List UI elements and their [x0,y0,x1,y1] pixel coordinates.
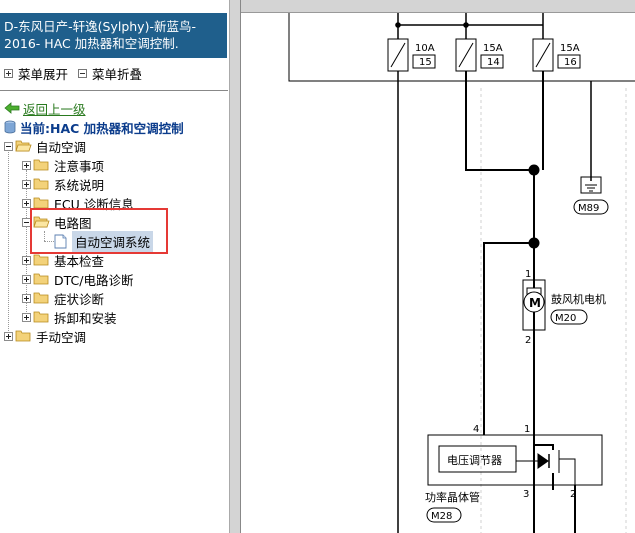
wiring-diagram: 10A 15 15A 14 15A 16 M89 1 M 2 鼓风机电机 M20… [288,13,635,533]
folder-icon [33,159,49,171]
tree-guide [26,170,27,316]
tree-node-label: 系统说明 [54,177,105,193]
tree-node-basic-inspection[interactable]: 基本检查 [22,251,104,269]
folder-icon [33,178,49,190]
back-link[interactable]: 返回上一级 [23,101,86,117]
tree-node-label: 注意事项 [54,158,105,174]
collapse-icon[interactable] [4,141,13,151]
fuse-block-outline [288,13,635,82]
document-icon [54,234,67,248]
folder-icon [15,330,31,342]
tree-node-auto-ac[interactable]: 自动空调 [4,137,86,155]
folder-icon [33,292,49,304]
power-transistor-connector-label: M28 [431,511,452,522]
fuse-14-number: 14 [487,57,500,68]
plus-box-icon [4,68,13,78]
tree-node-label: 电路图 [54,215,92,231]
motor-symbol-letter: M [529,296,541,310]
tree-guide [44,241,54,242]
power-transistor-label: 功率晶体管 [425,490,480,504]
minus-box-icon [78,68,88,78]
transistor-pin-1: 1 [524,424,530,435]
top-toolbar-strip [241,0,635,13]
fuse-15 [387,25,409,533]
tree-node-system-description[interactable]: 系统说明 [22,175,104,193]
current-location: 当前:HAC 加热器和空调控制 [4,118,184,136]
tree-node-label: ECU 诊断信息 [54,196,134,212]
menu-toggle-bar: 菜单展开 菜单折叠 [4,64,152,83]
selected-leaf-label: 自动空调系统 [72,230,154,252]
tree-node-dtc-circuit-diagnosis[interactable]: DTC/电路诊断 [22,270,133,288]
expand-menu-button[interactable]: 菜单展开 [4,64,68,83]
expand-icon[interactable] [22,312,31,322]
tree-node-symptom-diagnosis[interactable]: 症状诊断 [22,289,104,307]
tree-guide [44,231,45,241]
tree-node-manual-ac[interactable]: 手动空调 [4,327,86,345]
transistor-pin-3: 3 [523,489,529,500]
expand-icon[interactable] [22,255,31,265]
expand-icon[interactable] [22,179,31,189]
tree-node-removal-installation[interactable]: 拆卸和安装 [22,308,117,326]
fuse-16-number: 16 [564,57,577,68]
fuse-15-number: 15 [419,57,432,68]
folder-icon [33,254,49,266]
fuse-16-rating: 15A [560,43,580,54]
document-title-line-1: D-东风日产-轩逸(Sylphy)-新蓝鸟- [4,19,196,34]
expand-icon[interactable] [22,198,31,208]
collapse-menu-button[interactable]: 菜单折叠 [78,64,142,83]
tree-node-precautions[interactable]: 注意事项 [22,156,104,174]
tree-node-label: 基本检查 [54,253,105,269]
tree-guide [8,152,9,335]
navigation-pane: D-东风日产-轩逸(Sylphy)-新蓝鸟- 2016- HAC 加热器和空调控… [0,0,230,533]
tree-leaf-auto-ac-system[interactable]: 自动空调系统 [54,230,154,252]
transistor-pin-4: 4 [473,424,479,435]
tree-node-label: DTC/电路诊断 [54,272,134,288]
database-icon [4,120,16,134]
tree-node-label: 手动空调 [36,329,87,345]
wiring-diagram-view: 10A 15 15A 14 15A 16 M89 1 M 2 鼓风机电机 M20… [241,13,635,533]
power-transistor-module [427,351,603,533]
folder-open-icon [33,216,50,228]
blower-pin-top: 1 [525,269,531,280]
fuse-16 [532,25,554,170]
voltage-regulator-label: 电压调节器 [447,454,502,467]
back-arrow-icon [4,102,20,114]
expand-icon[interactable] [22,293,31,303]
pane-splitter[interactable] [229,0,241,533]
tree-node-label: 自动空调 [36,139,87,155]
document-title-line-2: 2016- HAC 加热器和空调控制. [4,36,179,51]
blower-connector-label: M20 [555,313,576,324]
expand-icon[interactable] [22,160,31,170]
current-location-label: 当前:HAC 加热器和空调控制 [20,120,184,136]
ground-connector-label: M89 [578,203,599,214]
expand-menu-label: 菜单展开 [18,66,69,82]
tree-node-wiring-diagram[interactable]: 电路图 [22,213,92,231]
tree-node-ecu-diagnosis[interactable]: ECU 诊断信息 [22,194,134,212]
folder-icon [33,273,49,285]
expand-icon[interactable] [22,274,31,284]
folder-icon [33,311,49,323]
expand-icon[interactable] [4,331,13,341]
blower-motor-symbol [522,279,546,351]
annotation-highlight-box [30,208,168,254]
blower-motor-label: 鼓风机电机 [551,292,606,306]
tree-node-label: 拆卸和安装 [54,310,117,326]
transistor-pin-2: 2 [570,489,576,500]
folder-open-icon [15,140,32,152]
fuse-14 [455,25,534,171]
collapse-menu-label: 菜单折叠 [92,66,143,82]
fuse-15-rating: 10A [415,43,435,54]
divider [0,90,228,91]
blower-pin-bottom: 2 [525,335,531,346]
document-title: D-东风日产-轩逸(Sylphy)-新蓝鸟- 2016- HAC 加热器和空调控… [0,13,227,58]
back-link-row: 返回上一级 [4,100,86,117]
ground-symbol [580,81,602,194]
tree-node-label: 症状诊断 [54,291,105,307]
fuse-14-rating: 15A [483,43,503,54]
